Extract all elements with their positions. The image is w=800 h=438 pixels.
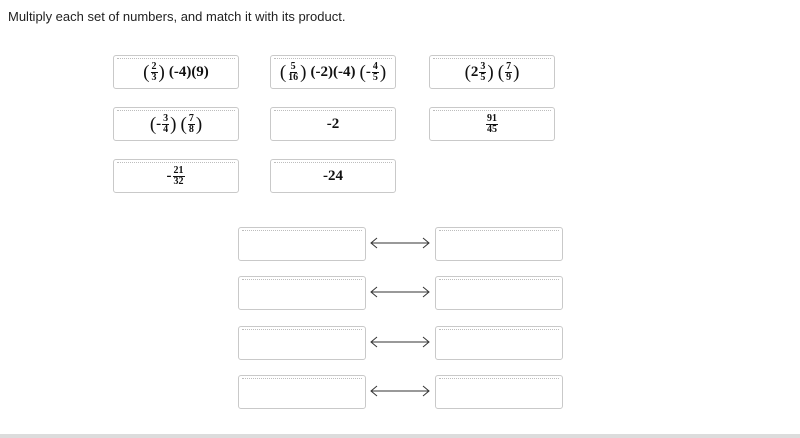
expression-rest: (-4)(9) xyxy=(168,63,209,80)
tile-product-neg-2[interactable]: -2 xyxy=(270,107,396,141)
paren-open: ( xyxy=(497,61,505,83)
negative-sign: - xyxy=(365,63,371,80)
paren-close: ) xyxy=(300,61,307,83)
paren-open: ( xyxy=(279,61,287,83)
paren-close: ) xyxy=(487,61,494,83)
bottom-scrollbar xyxy=(0,434,800,438)
paren-open: ( xyxy=(464,61,471,83)
expression-mid: (-2)(-4) xyxy=(310,63,356,80)
drop-slot-right-2[interactable] xyxy=(435,276,563,310)
product-value: -2 xyxy=(326,115,340,132)
instruction-text: Multiply each set of numbers, and match … xyxy=(8,9,346,24)
drop-slot-right-3[interactable] xyxy=(435,326,563,360)
drop-slot-right-1[interactable] xyxy=(435,227,563,261)
drop-slot-left-1[interactable] xyxy=(238,227,366,261)
drop-slot-left-4[interactable] xyxy=(238,375,366,409)
paren-close: ) xyxy=(158,61,165,83)
paren-open: ( xyxy=(359,61,366,83)
paren-close: ) xyxy=(170,113,177,135)
drop-slot-right-4[interactable] xyxy=(435,375,563,409)
double-arrow-icon xyxy=(370,237,430,249)
drop-slot-left-2[interactable] xyxy=(238,276,366,310)
paren-close: ) xyxy=(379,61,387,83)
negative-sign: - xyxy=(156,115,162,132)
negative-sign: - xyxy=(166,167,172,184)
double-arrow-icon xyxy=(370,286,430,298)
drop-slot-left-3[interactable] xyxy=(238,326,366,360)
paren-open: ( xyxy=(180,113,187,135)
paren-open: ( xyxy=(143,61,150,83)
paren-open: ( xyxy=(149,113,157,135)
paren-close: ) xyxy=(513,61,520,83)
tile-product-neg-24[interactable]: -24 xyxy=(270,159,396,193)
double-arrow-icon xyxy=(370,336,430,348)
whole-number: 2 xyxy=(470,63,479,80)
paren-close: ) xyxy=(195,113,203,135)
product-value: -24 xyxy=(323,167,343,184)
double-arrow-icon xyxy=(370,385,430,397)
